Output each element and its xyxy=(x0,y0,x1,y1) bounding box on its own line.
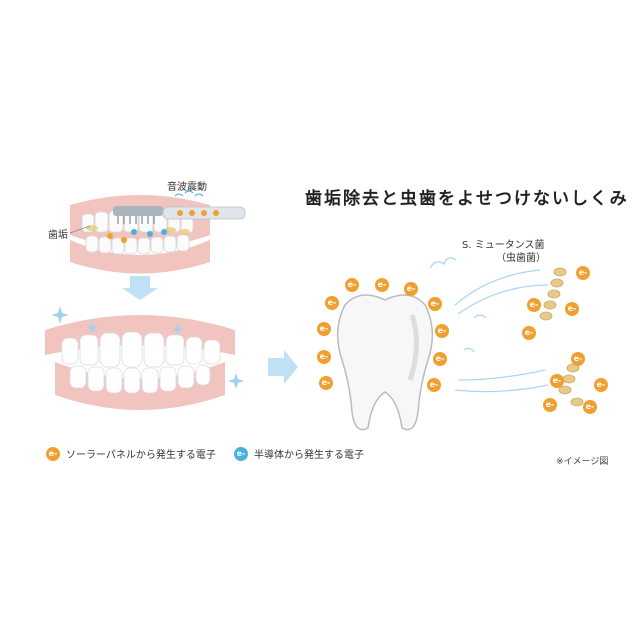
electron-dot: e- xyxy=(317,322,331,336)
repel-wave-lines xyxy=(429,257,549,393)
electron-dot: e- xyxy=(571,352,585,366)
teeth-with-plaque-illustration xyxy=(69,190,246,274)
electron-dot: e- xyxy=(433,352,447,366)
electron-dot: e- xyxy=(543,398,557,412)
electron-dot: e- xyxy=(428,297,442,311)
diagram-title: 歯垢除去と虫歯をよせつけないしくみ xyxy=(305,189,629,209)
electron-dot: e- xyxy=(404,282,418,296)
electron-dot: e- xyxy=(565,302,579,316)
legend-solar-text: ソーラーパネルから発生する電子 xyxy=(66,450,216,461)
clean-teeth-illustration xyxy=(45,306,244,410)
bacteria-subtitle-label: （虫歯菌） xyxy=(496,253,546,264)
electron-dot: e- xyxy=(583,400,597,414)
electron-dot: e- xyxy=(594,378,608,392)
sonic-vibration-label: 音波震動 xyxy=(167,182,207,193)
bacteria-name-label: S. ミュータンス菌 xyxy=(462,240,545,251)
electron-dot: e- xyxy=(435,324,449,338)
tooth-illustration xyxy=(336,294,434,431)
electron-dot: e- xyxy=(576,266,590,280)
electron-dot: e- xyxy=(345,278,359,292)
solar-electron-icon: e- xyxy=(46,446,60,461)
electron-dot: e- xyxy=(550,374,564,388)
electron-dot: e- xyxy=(319,376,333,390)
right-arrow xyxy=(268,350,298,384)
legend-solar-electron: e- ソーラーパネルから発生する電子 xyxy=(46,446,216,461)
electron-dot: e- xyxy=(325,296,339,310)
electron-dot: e- xyxy=(375,278,389,292)
electron-dot: e- xyxy=(527,298,541,312)
semiconductor-electron-icon: e- xyxy=(234,446,248,461)
legend-semiconductor-text: 半導体から発生する電子 xyxy=(254,450,364,461)
electron-dot: e- xyxy=(522,326,536,340)
plaque-label: 歯垢 xyxy=(48,230,68,241)
down-arrow xyxy=(122,276,158,300)
image-note: ※イメージ図 xyxy=(556,457,609,467)
electron-dot: e- xyxy=(427,378,441,392)
electron-dot: e- xyxy=(317,350,331,364)
legend-semiconductor-electron: e- 半導体から発生する電子 xyxy=(234,446,364,461)
